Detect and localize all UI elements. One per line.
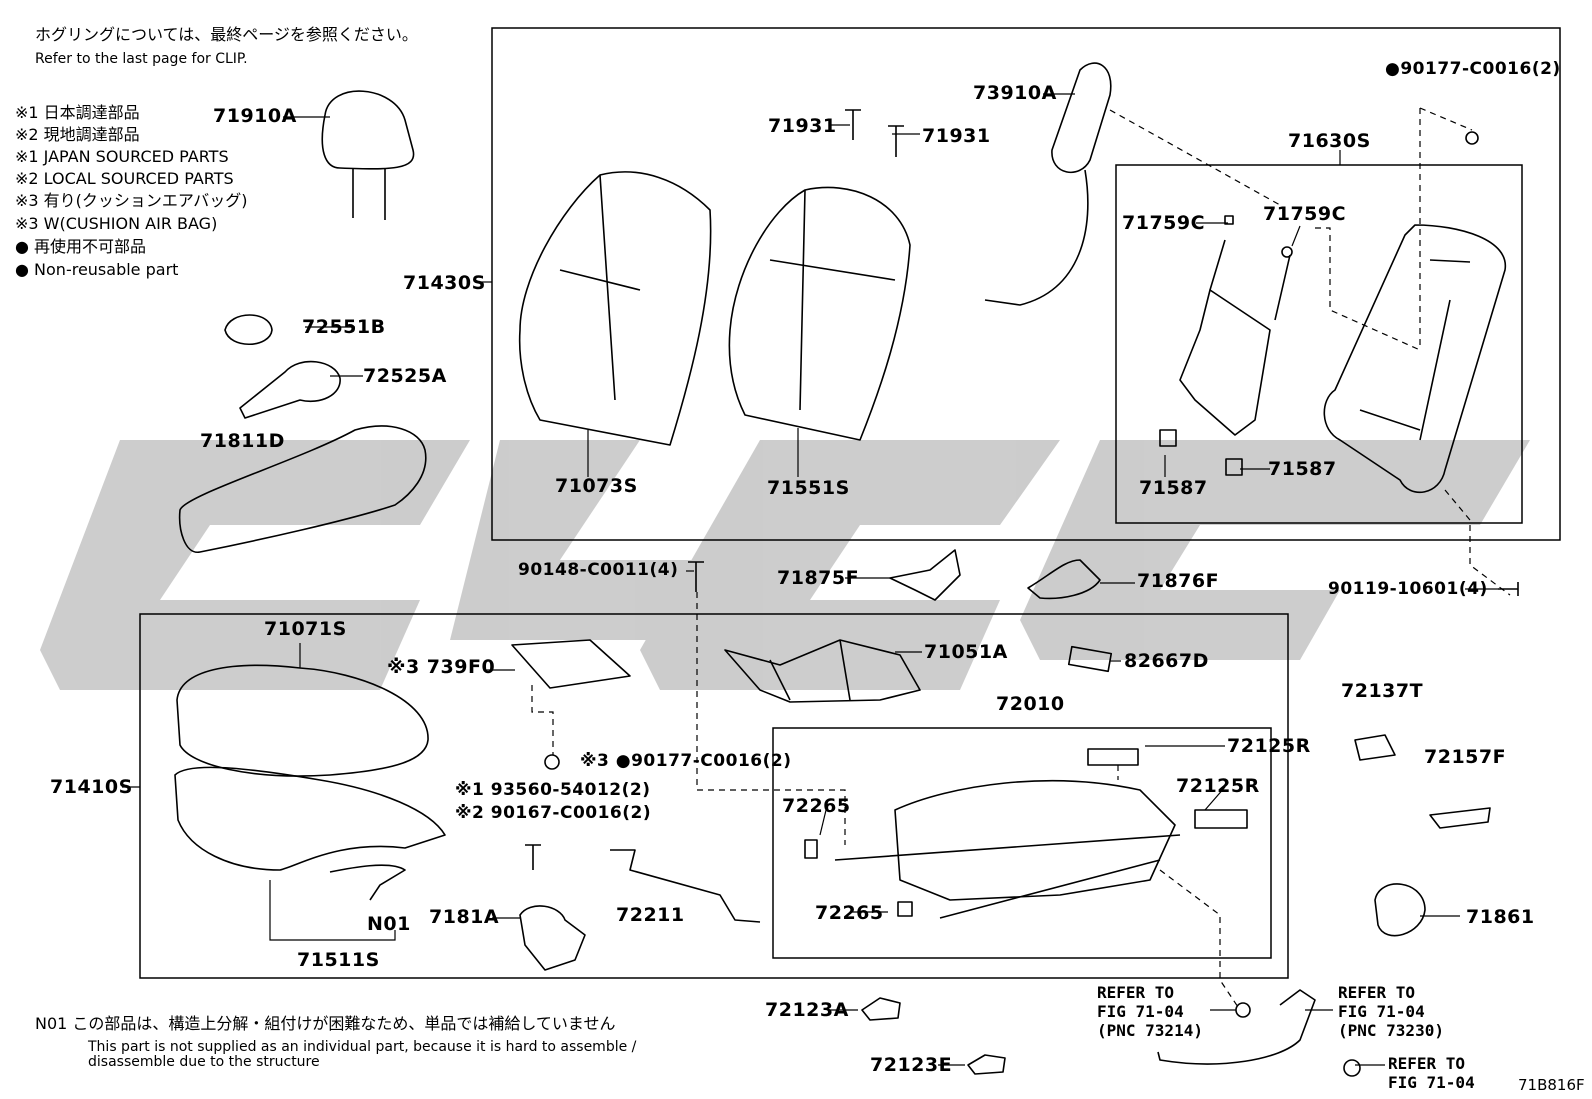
legend-item: ※1 JAPAN SOURCED PARTS — [15, 147, 229, 166]
part-label-71759c[interactable]: 71759C — [1122, 212, 1206, 234]
headrest-drawing — [321, 90, 415, 170]
side-airbag-drawing — [1051, 62, 1112, 174]
part-label-71551s[interactable]: 71551S — [767, 477, 850, 499]
part-label-71861[interactable]: 71861 — [1466, 906, 1535, 928]
watermark-logo — [40, 440, 1530, 690]
box-adjuster — [772, 727, 1272, 959]
buckle-harness-drawing — [1157, 989, 1316, 1065]
cushion-pad-drawing — [174, 766, 446, 871]
n01-note-en-line2: disassemble due to the structure — [88, 1054, 320, 1070]
part-label-82667d[interactable]: 82667D — [1124, 650, 1209, 672]
part-label-90177-c0016[interactable]: ※3 ●90177-C0016(2) — [580, 751, 792, 771]
bracket-71875f-drawing — [889, 549, 961, 601]
part-label-739f0[interactable]: ※3 739F0 — [387, 656, 496, 678]
refer-to-fig-71-04-pnc-73230[interactable]: REFER TO FIG 71-04 (PNC 73230) — [1338, 983, 1444, 1040]
cap-drawing — [224, 314, 273, 345]
clip-note-en: Refer to the last page for CLIP. — [35, 51, 248, 67]
part-label-71051a[interactable]: 71051A — [924, 641, 1008, 663]
seatback-frame-drawing — [1323, 224, 1506, 494]
part-label-71910a[interactable]: 71910A — [213, 105, 297, 127]
box-cushion — [139, 613, 1289, 979]
part-label-73910a[interactable]: 73910A — [973, 82, 1057, 104]
legend-item: ※2 LOCAL SOURCED PARTS — [15, 169, 234, 188]
part-label-71587[interactable]: 71587 — [1139, 477, 1208, 499]
part-label-90119-10601[interactable]: 90119-10601(4) — [1328, 579, 1488, 599]
refer-to-fig-71-04-pnc-73214[interactable]: REFER TO FIG 71-04 (PNC 73214) — [1097, 983, 1203, 1040]
part-71861-drawing — [1374, 883, 1426, 937]
part-label-71073s[interactable]: 71073S — [555, 475, 638, 497]
clip-note-jp: ホグリングについては、最終ページを参照ください。 — [35, 25, 418, 44]
part-label-71931[interactable]: 71931 — [768, 115, 837, 137]
part-label-72525a[interactable]: 72525A — [363, 365, 447, 387]
box-seatback-frame — [1115, 164, 1523, 524]
part-label-72137t[interactable]: 72137T — [1341, 680, 1424, 702]
part-label-71410s[interactable]: 71410S — [50, 776, 133, 798]
part-label-72265[interactable]: 72265 — [782, 795, 851, 817]
part-label-7181a[interactable]: 7181A — [429, 906, 500, 928]
legend-item: ※1 日本調達部品 — [15, 103, 140, 122]
n01-note-jp: N01 この部品は、構造上分解・組付けが困難なため、単品では補給していません — [35, 1014, 616, 1033]
part-label-90167-c0016[interactable]: ※2 90167-C0016(2) — [455, 803, 652, 823]
cushion-cover-drawing — [176, 664, 429, 777]
part-label-71759c[interactable]: 71759C — [1263, 203, 1347, 225]
seat-adjuster-drawing — [894, 779, 1176, 901]
seatback-cover-drawing — [518, 171, 712, 446]
part-72123e-drawing — [967, 1054, 1006, 1075]
refer-to-fig-71-04[interactable]: REFER TO FIG 71-04 — [1388, 1054, 1475, 1092]
legend-item: ※3 W(CUSHION AIR BAG) — [15, 214, 218, 233]
part-label-72265[interactable]: 72265 — [815, 902, 884, 924]
knob-drawing — [239, 360, 341, 419]
part-label-71931[interactable]: 71931 — [922, 125, 991, 147]
n01-note-en-line1: This part is not supplied as an individu… — [88, 1039, 637, 1055]
bracket-71876f-drawing — [1027, 559, 1101, 600]
part-label-71430s[interactable]: 71430S — [403, 272, 486, 294]
part-label-90148-c0011[interactable]: 90148-C0011(4) — [518, 560, 679, 580]
illustration-code: 71B816F — [1518, 1076, 1585, 1094]
lumbar-support-drawing — [1179, 289, 1271, 436]
part-label-71511s[interactable]: 71511S — [297, 949, 380, 971]
part-label-93560-54012[interactable]: ※1 93560-54012(2) — [455, 780, 651, 800]
cushion-spring-drawing — [724, 639, 921, 703]
legend-item: ※2 現地調達部品 — [15, 125, 140, 144]
part-label-72123a[interactable]: 72123A — [765, 999, 849, 1021]
rod-72211-drawing — [610, 849, 761, 923]
cushion-airbag-sensor-drawing — [511, 639, 631, 689]
part-label-72551b[interactable]: 72551B — [302, 316, 386, 338]
part-label-71630s[interactable]: 71630S — [1288, 130, 1371, 152]
part-label-71875f[interactable]: 71875F — [777, 567, 860, 589]
cover-72137t-drawing — [1354, 734, 1396, 761]
cover-72157f-drawing — [1429, 807, 1491, 829]
part-label-71587[interactable]: 71587 — [1268, 458, 1337, 480]
legend-item: ※3 有り(クッションエアバッグ) — [15, 191, 248, 210]
legend-item: ● Non-reusable part — [15, 260, 179, 279]
legend-item: ● 再使用不可部品 — [15, 237, 147, 256]
part-label-72125r[interactable]: 72125R — [1227, 735, 1311, 757]
motor-7181a-drawing — [519, 905, 586, 971]
part-label-72157f[interactable]: 72157F — [1424, 746, 1507, 768]
part-72123a-drawing — [861, 997, 901, 1021]
box-seatback — [491, 27, 1561, 541]
shield-drawing — [178, 425, 427, 553]
cover-82667d-drawing — [1067, 645, 1113, 673]
seatback-pad-drawing — [728, 186, 911, 441]
part-label-72211[interactable]: 72211 — [616, 904, 685, 926]
part-label-72123e[interactable]: 72123E — [870, 1054, 953, 1076]
part-label-n01[interactable]: N01 — [367, 913, 411, 935]
part-label-72010[interactable]: 72010 — [996, 693, 1065, 715]
part-label-71876f[interactable]: 71876F — [1137, 570, 1220, 592]
part-label-90177-c0016[interactable]: ●90177-C0016(2) — [1385, 59, 1561, 79]
part-label-71071s[interactable]: 71071S — [264, 618, 347, 640]
part-label-72125r[interactable]: 72125R — [1176, 775, 1260, 797]
part-label-71811d[interactable]: 71811D — [200, 430, 285, 452]
